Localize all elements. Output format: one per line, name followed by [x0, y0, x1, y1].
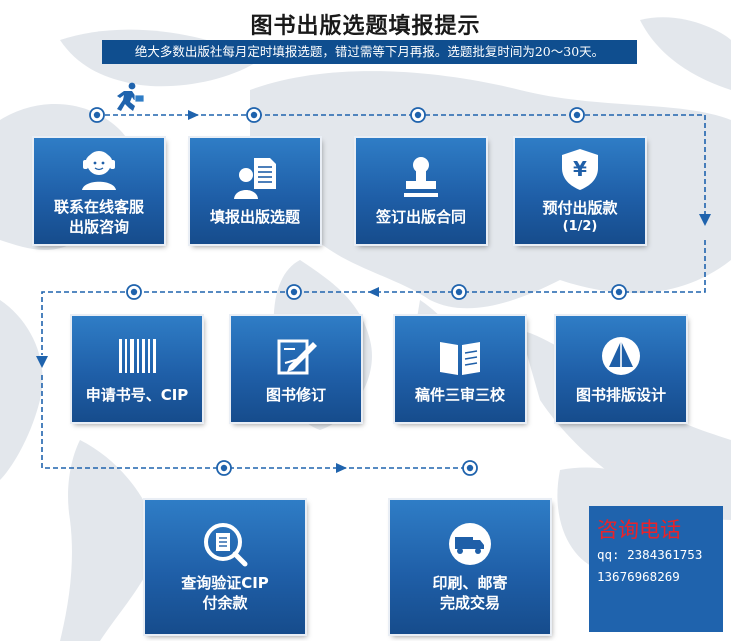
- flow-dot: [410, 107, 426, 123]
- step-label: 稿件三审三校: [414, 386, 505, 404]
- step-card-revision: 图书修订: [231, 316, 361, 422]
- flow-dot: [89, 107, 105, 123]
- step-card-customer-service: 联系在线客服 出版咨询: [34, 138, 164, 244]
- step-card-proofreading: 稿件三审三校: [395, 316, 525, 422]
- open-book-icon: [440, 342, 480, 375]
- arrow-down-icon: [699, 214, 711, 226]
- step-card-sign-contract: 签订出版合同: [356, 138, 486, 244]
- flow-dot: [451, 284, 467, 300]
- flow-dot: [216, 460, 232, 476]
- step-label: 图书排版设计: [575, 386, 666, 404]
- step-sublabel: 付余款: [202, 594, 248, 612]
- flow-dot: [246, 107, 262, 123]
- delivery-truck-icon: [449, 523, 491, 565]
- step-label: 申请书号、CIP: [85, 386, 189, 404]
- barcode-icon: [119, 339, 156, 373]
- step-card-prepayment: ¥ 预付出版款 (1/2): [515, 138, 645, 244]
- customer-service-icon: [82, 151, 116, 190]
- step-sublabel: 完成交易: [439, 594, 500, 612]
- step-card-print-ship: 印刷、邮寄 完成交易: [390, 500, 550, 634]
- flow-dot: [126, 284, 142, 300]
- step-card-isbn-cip: 申请书号、CIP: [72, 316, 202, 422]
- flow-dot: [611, 284, 627, 300]
- contact-box: 咨询电话 qq: 2384361753 13676968269: [589, 506, 723, 632]
- step-label: 图书修订: [265, 386, 326, 404]
- flow-dot: [286, 284, 302, 300]
- step-card-verify-cip: 查询验证CIP 付余款: [145, 500, 305, 634]
- layout-design-icon: [602, 337, 640, 375]
- document-user-icon: [234, 158, 276, 199]
- contact-qq[interactable]: qq: 2384361753: [597, 547, 703, 562]
- page-title: 图书出版选题填报提示: [250, 14, 481, 39]
- arrow-left-icon: [368, 287, 379, 297]
- step-label: 填报出版选题: [209, 208, 300, 226]
- notice-banner: 绝大多数出版社每月定时填报选题，错过需等下月再报。选题批复时间为20～30天。: [102, 40, 637, 64]
- arrow-down-icon: [36, 356, 48, 368]
- stamp-icon: [404, 157, 438, 197]
- flow-dot: [462, 460, 478, 476]
- step-sublabel: 出版咨询: [68, 218, 129, 236]
- yen-shield-icon: ¥: [562, 149, 598, 190]
- step-label: 查询验证CIP: [181, 574, 269, 592]
- step-label: 印刷、邮寄: [432, 574, 508, 592]
- step-sublabel: (1/2): [562, 219, 598, 234]
- svg-text:¥: ¥: [573, 157, 587, 181]
- step-card-submit-topic: 填报出版选题: [190, 138, 320, 244]
- search-document-icon: [204, 523, 248, 567]
- running-man-icon: [117, 82, 145, 111]
- arrow-right-icon: [188, 110, 199, 120]
- flow-line-row1: [97, 114, 706, 218]
- contact-phone[interactable]: 13676968269: [597, 569, 680, 584]
- step-card-typesetting: 图书排版设计: [556, 316, 686, 422]
- flow-dot: [569, 107, 585, 123]
- step-label: 联系在线客服: [53, 198, 144, 216]
- flow-line-row2: [41, 240, 706, 355]
- step-label: 签订出版合同: [375, 208, 466, 226]
- edit-icon: [277, 339, 317, 375]
- contact-heading: 咨询电话: [597, 518, 681, 542]
- arrow-right-icon: [336, 463, 347, 473]
- flow-line-row3: [41, 375, 470, 469]
- step-label: 预付出版款: [542, 199, 618, 217]
